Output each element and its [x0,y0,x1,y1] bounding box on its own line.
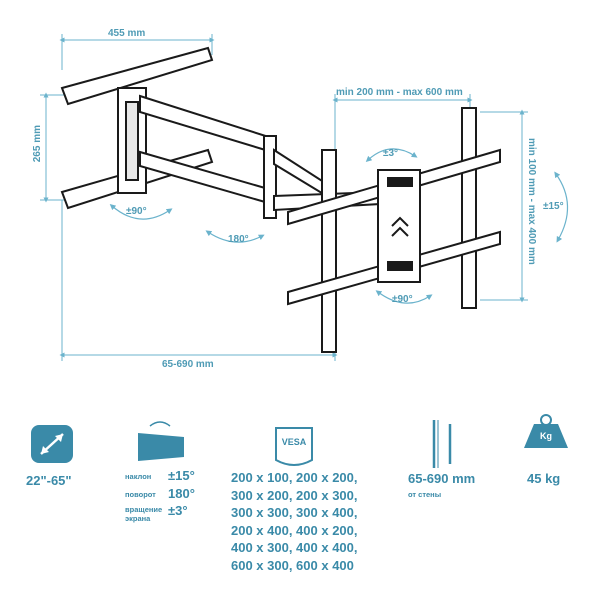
vesa-size-line: 400 x 300, 400 x 400, [231,540,358,556]
dim-depth: 65-690 mm [162,359,214,370]
tilt-value: ±15° [168,468,195,483]
dim-vesa-height: min 100 mm - max 400 mm [526,138,537,265]
swivel-value: 180° [168,486,195,501]
vesa-size-line: 600 x 300, 600 x 400 [231,557,354,573]
dimension-lines [40,34,528,361]
spec-icons [31,414,568,468]
vesa-size-line: 300 x 200, 200 x 300, [231,487,358,503]
swivel-label: поворот [125,490,156,499]
rotation-arcs [109,148,569,304]
dim-height-265: 265 mm [32,125,43,163]
vesa-badge-label: VESA [281,437,307,447]
dim-width-455: 455 mm [108,28,146,39]
rotation-label: вращение экрана [125,505,163,523]
vesa-shield-icon [275,427,313,466]
weight-icon-label: Kg [540,431,552,441]
tilt-screen-icon [138,433,184,461]
swivel-left-badge: ±90° [126,206,147,217]
weight-icon [524,424,568,448]
wall-distance-label: от стены [408,490,442,499]
vesa-size-line: 200 x 400, 400 x 200, [231,522,358,538]
swivel-right-badge: ±90° [392,294,413,305]
weight-value: 45 kg [527,471,561,486]
tilt-label: наклон [125,472,152,481]
vesa-size-list: 200 x 100, 200 x 200, 300 x 200, 200 x 3… [231,469,358,575]
rotation-value: ±3° [168,503,188,518]
vesa-size-line: 200 x 100, 200 x 200, [231,470,358,485]
arm-rotation-badge: 180° [228,234,249,245]
vesa-size-line: 300 x 300, 300 x 400, [231,505,358,521]
wall-distance-value: 65-690 mm [408,471,476,486]
tv-bracket [287,107,501,353]
screen-rotation-badge: ±3° [383,148,399,159]
tilt-badge: ±15° [543,201,564,212]
screen-size-value: 22"-65" [26,473,72,488]
dim-vesa-width: min 200 mm - max 600 mm [336,87,463,98]
